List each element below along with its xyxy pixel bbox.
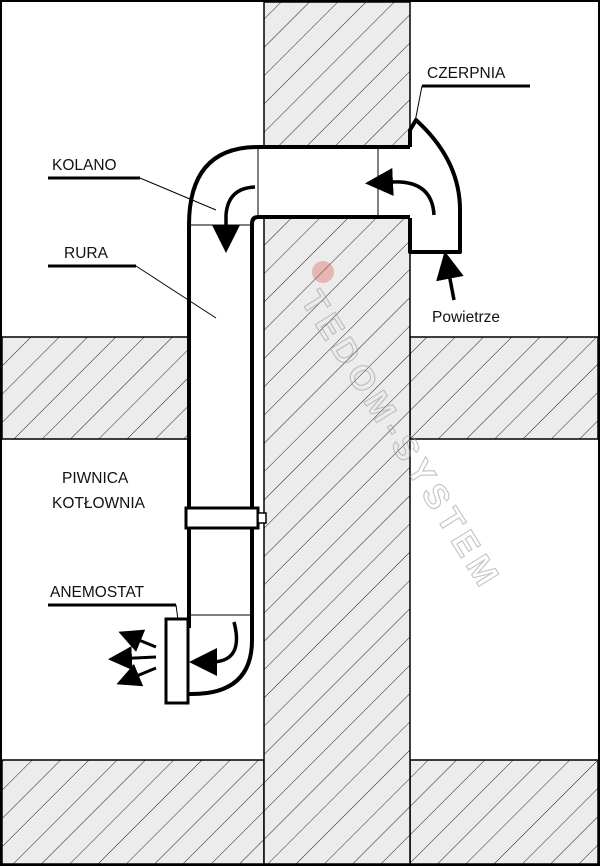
kolano-leader: [139, 177, 217, 211]
label-powietrze: Powietrze: [432, 309, 500, 326]
powietrze-arrow: [436, 251, 464, 301]
outlet-arrow-1: [118, 629, 157, 652]
floor-slab-lower-right: [409, 759, 599, 865]
watermark-logo: [312, 261, 334, 283]
label-kotlownia: KOTŁOWNIA: [52, 495, 146, 512]
floor-slab-lower-left: [1, 759, 265, 865]
duct: [184, 145, 410, 745]
bend-arrow: [189, 621, 239, 676]
rura-leader: [135, 265, 217, 319]
label-piwnica: PIWNICA: [62, 470, 129, 487]
intake-arrow: [365, 167, 436, 216]
czerpnia-leader: [414, 85, 423, 123]
label-czerpnia: CZERPNIA: [427, 65, 506, 82]
elbow-inner: [250, 215, 259, 225]
elbow-outer: [187, 145, 259, 226]
anemostat: [164, 617, 190, 705]
pipe-clamp: [184, 506, 260, 530]
outlet-arrow-2: [108, 646, 157, 671]
elbow-arrow: [212, 185, 256, 253]
czerpnia-hood: [408, 118, 462, 254]
floor-slab-upper-left: [1, 336, 190, 440]
label-anemostat: ANEMOSTAT: [50, 584, 145, 601]
outlet-arrow-3: [116, 664, 157, 687]
duct-fill: [189, 147, 410, 745]
floor-slab-upper-right: [409, 336, 599, 440]
clamp-bolt: [257, 512, 267, 524]
label-kolano: KOLANO: [52, 157, 117, 174]
anemostat-leader: [175, 604, 179, 621]
lower-bend: [186, 620, 254, 696]
label-rura: RURA: [64, 245, 109, 262]
